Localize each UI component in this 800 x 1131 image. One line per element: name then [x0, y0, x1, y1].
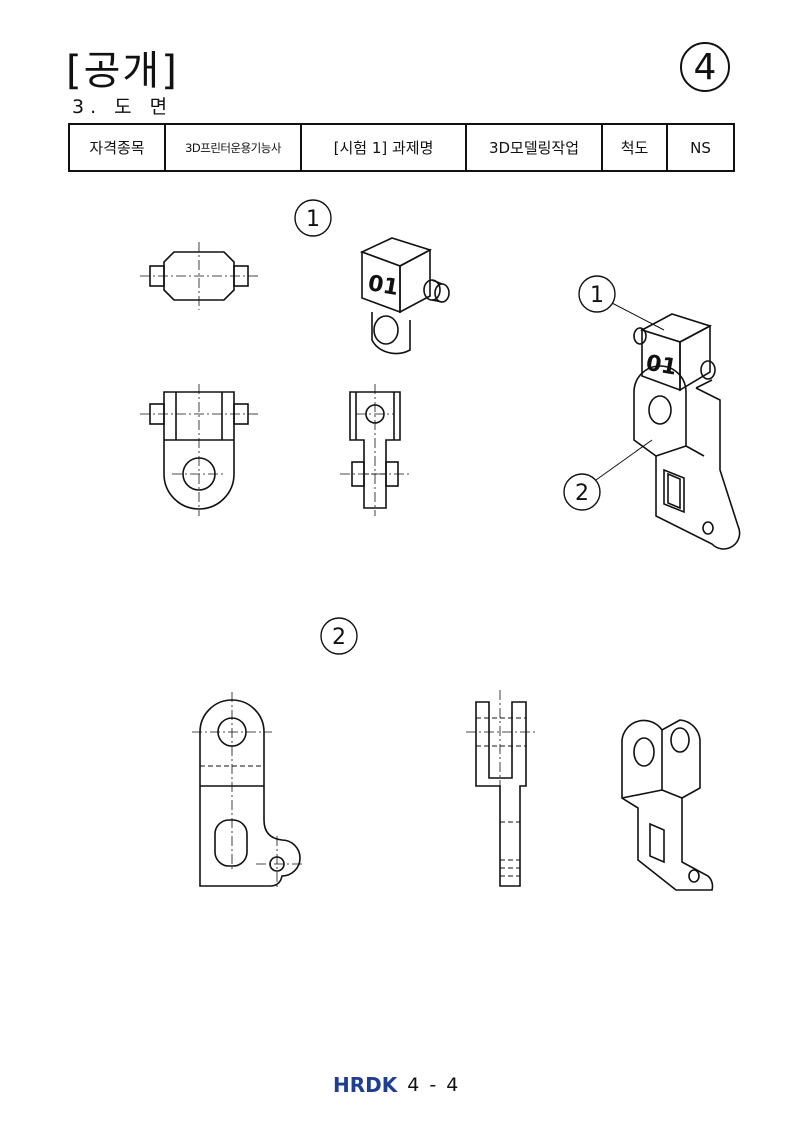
label-task-name: [시험 1] 과제명	[300, 123, 467, 172]
part1-front-view	[140, 384, 258, 516]
part1-top-view	[140, 242, 258, 310]
part2-front-view	[192, 692, 304, 890]
page-number: 4 - 4	[407, 1074, 461, 1096]
callout-1: 1	[578, 275, 665, 331]
hrdk-logo: HRDK	[333, 1073, 398, 1097]
section-1-number: 1	[306, 207, 320, 232]
callout-2: 2	[563, 439, 653, 511]
part1-isometric-view: 01	[359, 237, 450, 355]
title-block-table: 자격종목 3D프린터운용기능사 [시험 1] 과제명 3D모델링작업 척도 NS	[68, 123, 735, 172]
page-footer: HRDK 4 - 4	[333, 1073, 460, 1097]
value-task-name: 3D모델링작업	[465, 123, 603, 172]
section-1-label: 1	[294, 199, 332, 237]
assembly-isometric-view: 01	[633, 313, 741, 550]
section-2-label: 2	[320, 617, 358, 655]
value-scale: NS	[666, 123, 735, 172]
value-qualification: 3D프린터운용기능사	[164, 123, 302, 172]
page-title: [공개]	[66, 48, 179, 94]
callout-2-number: 2	[575, 481, 589, 506]
title-block-row: 자격종목 3D프린터운용기능사 [시험 1] 과제명 3D모델링작업 척도 NS	[68, 123, 735, 172]
sheet-number-badge: 4	[680, 42, 730, 92]
label-scale: 척도	[601, 123, 668, 172]
part1-engraving-text: 01	[366, 271, 401, 301]
section-2-number: 2	[332, 625, 346, 650]
section-heading: 3. 도 면	[72, 96, 174, 118]
label-qualification: 자격종목	[68, 123, 166, 172]
part2-isometric-view	[621, 719, 714, 891]
callout-1-number: 1	[590, 283, 604, 308]
part2-side-view	[466, 690, 536, 887]
part1-side-view	[340, 384, 410, 516]
